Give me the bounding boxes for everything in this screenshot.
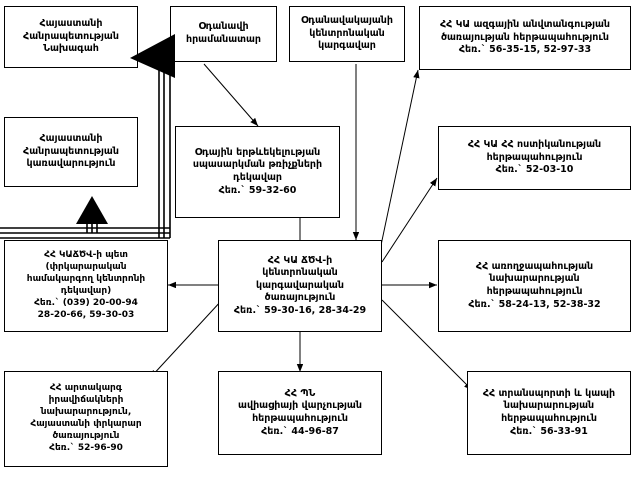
node-ministry-of-emergency-situations[interactable]: ՀՀ արտակարգ իրավիճակների նախարարություն,…	[4, 371, 168, 467]
node-line: Հանրապետության	[23, 145, 119, 157]
node-line: Հեռ.` 59-30-16, 28-34-29	[233, 304, 367, 316]
node-line: նախարարություն,	[40, 407, 132, 418]
node-line: Հեռ.` 56-35-15, 52-97-33	[458, 44, 592, 56]
node-line: Հեռ.` 59-32-60	[218, 184, 297, 196]
node-line: ՀՀ արտակարգ	[49, 383, 123, 394]
node-line: իրավիճակների	[48, 395, 124, 406]
node-line: ավիացիայի վարչության	[238, 400, 362, 412]
node-line: ՀՀ ԿԱ ազգային անվտանգության	[439, 19, 611, 31]
edge-commander-to-flightservice	[203, 63, 259, 127]
node-line: Նախագահ	[43, 43, 99, 55]
node-line: կարգավար	[318, 40, 376, 52]
node-aircraft-commander[interactable]: Օդանավի հրամանատար	[170, 6, 277, 62]
node-line: ծառայության հերթապահություն	[440, 31, 610, 43]
node-police-duty-service[interactable]: ՀՀ ԿԱ ՀՀ ոստիկանության հերթապահություն Հ…	[438, 126, 631, 190]
node-central-dispatch-service[interactable]: ՀՀ ԿԱ ՃԾՎ-ի կենտրոնական կարգավարական ծառ…	[218, 240, 382, 332]
node-line: Հայաստանի	[39, 18, 103, 30]
node-line: Հեռ.` (039) 20-00-94	[34, 297, 138, 308]
node-line: նախարարության	[489, 273, 580, 285]
node-line: Հեռ.` 44-96-87	[261, 425, 339, 437]
node-line: 28-20-66, 59-30-03	[37, 309, 135, 320]
node-government-of-armenia[interactable]: Հայաստանի Հանրապետության կառավարություն	[4, 117, 138, 187]
node-line: համակարգող կենտրոնի	[26, 274, 146, 285]
node-line: հերթապահություն	[486, 151, 583, 163]
node-line: կարգավարական	[256, 279, 344, 291]
node-line: Հեռ.` 58-24-13, 52-38-32	[468, 298, 601, 310]
node-line: Հեռ.` 52-96-90	[49, 442, 123, 453]
node-line: ՀՀ ԿԱ ՃԾՎ-ի	[267, 254, 333, 266]
node-line: Հեռ.` 52-03-10	[495, 164, 574, 176]
node-national-security-service-duty[interactable]: ՀՀ ԿԱ ազգային անվտանգության ծառայության …	[419, 6, 631, 70]
node-line: ՀՀ առողջապահության	[475, 260, 594, 272]
node-line: հերթապահություն	[486, 286, 583, 297]
node-line: (փրկարարական	[45, 262, 127, 273]
node-line: Օդանավի	[198, 21, 249, 33]
node-line: դեկավար	[233, 172, 282, 183]
edge-centraldispatch-to-natsecurity	[379, 69, 420, 251]
arrowhead-to-government	[76, 196, 108, 224]
node-line: ՀՀ ԿԱՃԾՎ-ի պետ	[44, 250, 128, 261]
node-line: սպասարկման թռիչքների	[192, 159, 323, 171]
edge-centraldispatch-to-emergencyministry	[149, 299, 223, 379]
node-line: դեկավար)	[60, 286, 112, 296]
node-ministry-of-health-duty[interactable]: ՀՀ առողջապահության նախարարության հերթապա…	[438, 240, 631, 332]
node-line: հերթապահություն	[501, 413, 597, 424]
node-line: հրամանատար	[185, 34, 262, 45]
node-line: Հեռ.` 56-33-91	[510, 425, 588, 437]
node-line: կառավարություն	[26, 158, 116, 170]
node-line: Հանրապետության	[23, 30, 119, 42]
node-line: Հայաստանի փրկարար	[30, 419, 142, 429]
node-rescue-service-chief[interactable]: ՀՀ ԿԱՃԾՎ-ի պետ (փրկարարական համակարգող կ…	[4, 240, 168, 332]
arrowhead-to-president	[130, 34, 175, 78]
edge-centraldispatch-to-police	[381, 177, 438, 263]
node-line: ծառայություն	[264, 292, 336, 304]
node-line: ՀՀ տրանսպորտի և կապի	[482, 387, 616, 399]
node-line: Հայաստանի	[39, 133, 103, 145]
node-president-of-armenia[interactable]: Հայաստանի Հանրապետության Նախագահ	[4, 6, 138, 68]
node-airport-central-dispatcher[interactable]: Օդանավակայանի կենտրոնական կարգավար	[289, 6, 405, 62]
node-line: կենտրոնական	[309, 27, 385, 39]
node-line: Օդային երթևեկելության	[194, 146, 321, 158]
node-air-traffic-service-flight-manager[interactable]: Օդային երթևեկելության սպասարկման թռիչքնե…	[175, 126, 340, 218]
edge-centraldispatch-to-transport	[381, 299, 473, 391]
node-line: նախարարության	[503, 400, 595, 412]
node-line: Օդանավակայանի	[301, 15, 393, 27]
node-line: ՀՀ ՊՆ	[284, 387, 316, 399]
node-defence-ministry-aviation-duty[interactable]: ՀՀ ՊՆ ավիացիայի վարչության հերթապահությո…	[218, 371, 382, 455]
node-line: ՀՀ ԿԱ ՀՀ ոստիկանության	[467, 139, 602, 151]
node-line: ծառայություն	[52, 430, 120, 441]
node-ministry-of-transport-and-communication-duty[interactable]: ՀՀ տրանսպորտի և կապի նախարարության հերթա…	[467, 371, 631, 455]
node-line: կենտրոնական	[262, 267, 338, 279]
node-line: հերթապահություն	[252, 413, 348, 424]
edge-rescuechief-to-president	[0, 64, 171, 239]
